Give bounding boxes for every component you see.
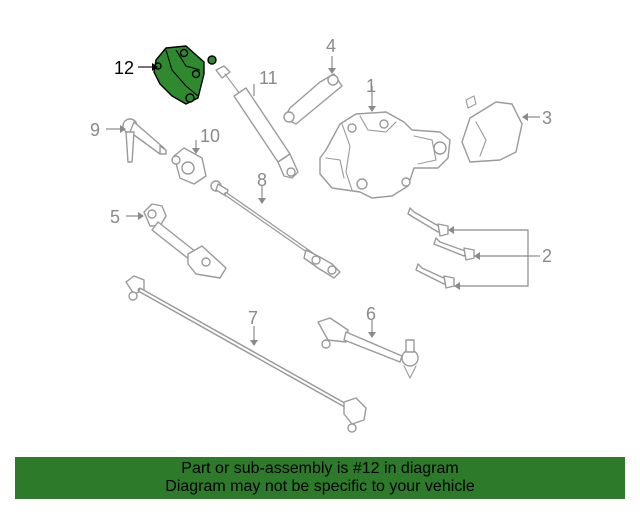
callout-9-label: 9 xyxy=(90,120,100,140)
part-4-pitman-arm[interactable] xyxy=(283,73,343,125)
part-3-cover[interactable] xyxy=(461,95,523,163)
footer-line-1: Part or sub-assembly is #12 in diagram xyxy=(181,460,459,477)
part-2-bolts[interactable] xyxy=(407,207,475,289)
part-11-damper[interactable] xyxy=(215,65,299,179)
part-5-tie-rod[interactable] xyxy=(143,203,227,279)
callout-5-label: 5 xyxy=(110,207,120,227)
callout-3-label: 3 xyxy=(542,108,552,128)
callout-12-label: 12 xyxy=(114,58,134,78)
callout-1-label: 1 xyxy=(366,76,376,96)
parts-diagram: 12 11 4 1 3 xyxy=(90,36,552,433)
part-8-drag-link[interactable] xyxy=(210,180,341,279)
part-7-tie-rod[interactable] xyxy=(125,275,367,433)
callout-11-label: 11 xyxy=(259,68,278,88)
part-6-tie-rod-end[interactable] xyxy=(317,317,419,380)
callout-10-label: 10 xyxy=(200,126,220,146)
callout-2-label: 2 xyxy=(542,246,552,266)
callout-6-label: 6 xyxy=(366,304,376,324)
part-9-tie-rod-end[interactable] xyxy=(122,118,167,163)
footer-banner: Part or sub-assembly is #12 in diagram D… xyxy=(15,457,625,499)
callout-7-label: 7 xyxy=(248,308,258,328)
part-12-bracket[interactable] xyxy=(153,45,217,105)
callout-12-arrow xyxy=(152,63,158,71)
callout-4-label: 4 xyxy=(326,36,336,56)
footer-line-2: Diagram may not be specific to your vehi… xyxy=(165,478,475,495)
callout-8-label: 8 xyxy=(257,170,267,190)
part-10-adjuster-sleeve[interactable] xyxy=(171,147,207,185)
part-1-steering-gear[interactable] xyxy=(319,111,451,199)
